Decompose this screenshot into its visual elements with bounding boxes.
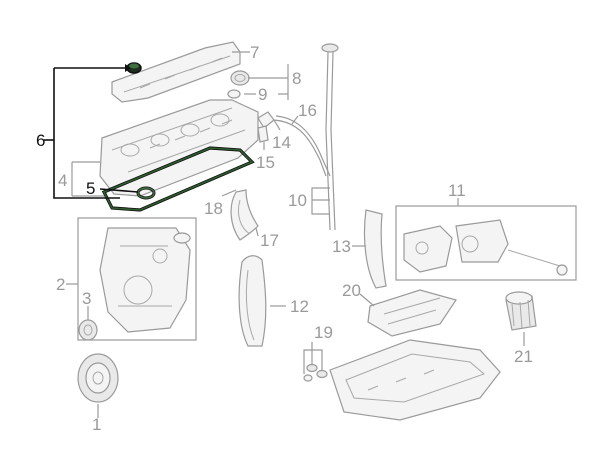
callout-6: 6 <box>36 131 45 150</box>
baffle-plate <box>367 289 457 337</box>
callout-20: 20 <box>342 281 361 300</box>
callout-labels: 1 2 3 4 5 6 7 8 9 10 11 12 13 14 15 16 1… <box>36 43 533 434</box>
callout-19: 19 <box>314 323 333 342</box>
callout-4: 4 <box>58 171 67 190</box>
callout-leaders <box>66 51 525 418</box>
seal-rings <box>227 70 250 99</box>
pcv-valve <box>257 111 331 177</box>
callout-12: 12 <box>290 297 309 316</box>
cylinder-head-cover <box>99 99 259 197</box>
callout-18: 18 <box>204 199 223 218</box>
highlight-leaders <box>44 64 139 199</box>
callout-16: 16 <box>298 101 317 120</box>
callout-10: 10 <box>288 191 307 210</box>
callout-11: 11 <box>448 181 466 200</box>
coil-cover <box>111 41 241 103</box>
oil-pump-assembly <box>395 205 577 281</box>
callout-17: 17 <box>260 231 279 250</box>
breather-hose <box>230 189 259 241</box>
callout-13: 13 <box>332 237 351 256</box>
callout-14: 14 <box>272 133 291 152</box>
callout-1: 1 <box>92 415 101 434</box>
callout-8: 8 <box>292 69 301 88</box>
crankshaft-pulley <box>77 353 119 403</box>
oil-seal <box>78 319 98 341</box>
timing-chain-case <box>77 217 197 341</box>
chain-guide <box>363 209 387 289</box>
oil-filter <box>505 291 537 331</box>
drain-bolts <box>303 363 328 382</box>
oil-pan <box>329 339 501 421</box>
callout-7: 7 <box>250 43 259 62</box>
callout-9: 9 <box>258 85 267 104</box>
spark-plug-seal-highlighted <box>136 186 156 200</box>
callout-21: 21 <box>514 347 533 366</box>
dipstick <box>321 43 339 231</box>
callout-2: 2 <box>56 275 65 294</box>
callout-15: 15 <box>256 153 275 172</box>
head-cover-gasket-highlighted <box>101 146 255 212</box>
callout-3: 3 <box>82 289 91 308</box>
timing-chain <box>238 255 267 347</box>
callout-5: 5 <box>86 179 95 198</box>
